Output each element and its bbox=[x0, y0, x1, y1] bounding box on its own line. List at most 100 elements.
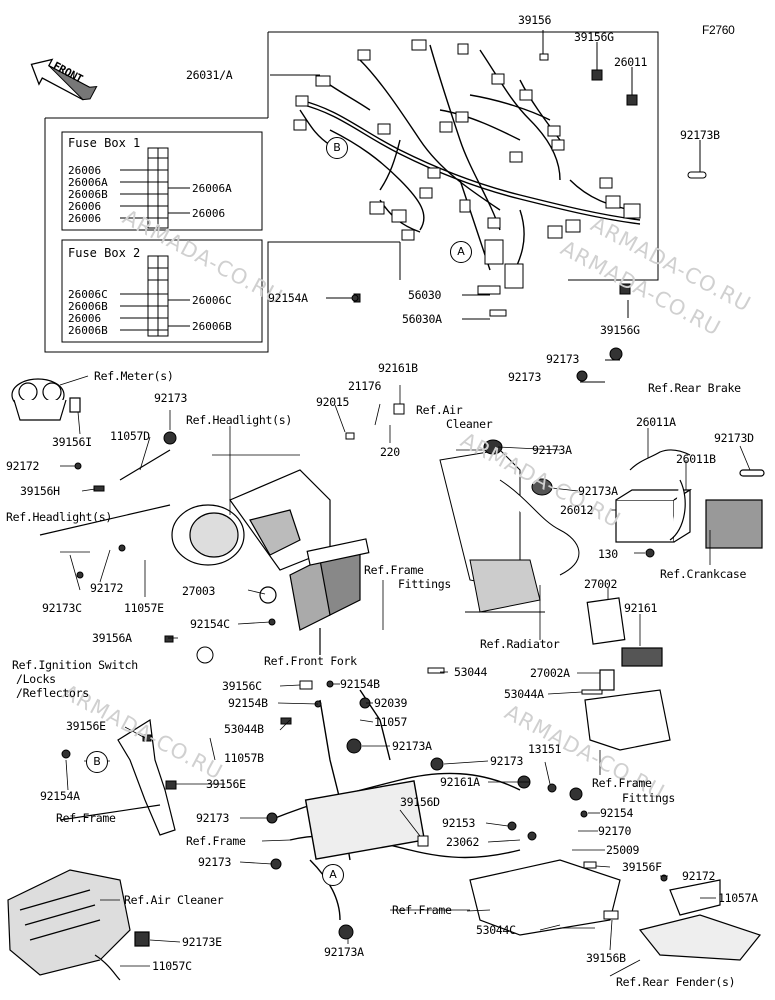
hardware-marks bbox=[61, 294, 668, 940]
ref-label: Ref.Air bbox=[416, 403, 463, 417]
leader-lines bbox=[59, 375, 751, 977]
part-label: 26012 bbox=[560, 503, 594, 517]
part-label: 56030A bbox=[402, 312, 442, 326]
part-label: 92173 bbox=[508, 370, 542, 384]
part-label: 53044A bbox=[504, 687, 544, 701]
ref-label: Ref.Headlight(s) bbox=[186, 413, 292, 427]
headlight-part bbox=[39, 449, 331, 571]
part-label: 92039 bbox=[374, 696, 408, 710]
part-label: 92173E bbox=[182, 935, 222, 949]
part-label: 92172 bbox=[6, 459, 40, 473]
fuse-box-2-item: 26006B bbox=[192, 320, 232, 333]
ref-label: Fittings bbox=[398, 577, 451, 591]
part-label: 39156I bbox=[52, 435, 92, 449]
part-label: 26031/A bbox=[186, 68, 233, 82]
fuse-box-1-item: 26006 bbox=[68, 200, 102, 213]
part-label: 11057B bbox=[224, 751, 264, 765]
part-label: 56030 bbox=[408, 288, 442, 302]
part-label: 92154A bbox=[40, 789, 80, 803]
front-fork-part bbox=[259, 538, 370, 655]
part-label: 11057 bbox=[374, 715, 408, 729]
part-label: 92015 bbox=[316, 395, 350, 409]
fuse-box-2-item: 26006B bbox=[68, 324, 108, 337]
ref-label: Ref.Crankcase bbox=[660, 567, 747, 581]
part-label: 25009 bbox=[606, 843, 640, 857]
ref-label: Ref.Headlight(s) bbox=[6, 510, 112, 524]
part-label: 39156D bbox=[400, 795, 440, 809]
ref-label: Cleaner bbox=[446, 417, 493, 431]
ref-label: Ref.Rear Brake bbox=[648, 381, 741, 395]
fuse-box-2-title: Fuse Box 2 bbox=[68, 246, 141, 260]
part-label: 130 bbox=[598, 547, 618, 561]
part-label: 21176 bbox=[348, 379, 382, 393]
harness-connectors bbox=[293, 39, 707, 317]
fuse-box-2-item: 26006C bbox=[68, 288, 108, 301]
ref-label: Ref.Frame bbox=[364, 563, 424, 577]
part-label: 39156G bbox=[600, 323, 640, 337]
part-label: 92172 bbox=[682, 869, 716, 883]
part-label: 39156H bbox=[20, 484, 60, 498]
ref-label: Ref.Frame bbox=[56, 811, 116, 825]
diagram-code: F2760 bbox=[702, 23, 735, 37]
fuse-box-1-diagram bbox=[61, 131, 263, 231]
part-label: 11057A bbox=[718, 891, 758, 905]
fuse-box-2-item: 26006C bbox=[192, 294, 232, 307]
part-label: 39156E bbox=[66, 719, 106, 733]
part-label: 92154B bbox=[340, 677, 380, 691]
part-label: 92170 bbox=[598, 824, 632, 838]
callout-b: B bbox=[86, 751, 108, 773]
part-label: 92154B bbox=[228, 696, 268, 710]
part-label: 53044B bbox=[224, 722, 264, 736]
part-label: 11057D bbox=[110, 429, 150, 443]
fuse-box-2-item: 26006 bbox=[68, 312, 102, 325]
fuse-box-2-diagram bbox=[61, 239, 263, 343]
ref-label: /Reflectors bbox=[16, 686, 89, 700]
callout-b: B bbox=[326, 137, 348, 159]
ref-label: Ref.Meter(s) bbox=[94, 369, 174, 383]
ecu-part bbox=[584, 597, 671, 751]
part-label: 92173 bbox=[196, 811, 230, 825]
callout-a: A bbox=[450, 241, 472, 263]
fuse-box-2-item: 26006B bbox=[68, 300, 108, 313]
harness-frame-outline bbox=[268, 31, 659, 281]
part-label: 92173D bbox=[714, 431, 754, 445]
part-label: 92161 bbox=[624, 601, 658, 615]
callout-a: A bbox=[322, 864, 344, 886]
part-label: 53044 bbox=[454, 665, 488, 679]
part-label: 92173 bbox=[546, 352, 580, 366]
part-label: 27002A bbox=[530, 666, 570, 680]
part-label: 220 bbox=[380, 445, 400, 459]
ref-label: Ref.Front Fork bbox=[264, 654, 357, 668]
ref-label: Ref.Frame bbox=[186, 834, 246, 848]
fuse-box-1-item: 26006 bbox=[68, 212, 102, 225]
part-label: 26011A bbox=[636, 415, 676, 429]
part-label: 27003 bbox=[182, 584, 216, 598]
battery-part bbox=[615, 449, 765, 549]
part-label: 11057C bbox=[152, 959, 192, 973]
air-cleaner-part bbox=[7, 869, 150, 981]
part-label: 92161B bbox=[378, 361, 418, 375]
part-label: 39156E bbox=[206, 777, 246, 791]
part-label: 92154A bbox=[268, 291, 308, 305]
part-label: 92173A bbox=[532, 443, 572, 457]
part-label: 92173 bbox=[198, 855, 232, 869]
part-label: 92173A bbox=[324, 945, 364, 959]
air-cleaner-bracket bbox=[439, 439, 580, 613]
ref-label: Ref.Ignition Switch bbox=[12, 658, 138, 672]
part-label: 13151 bbox=[528, 742, 562, 756]
ref-label: Ref.Air Cleaner bbox=[124, 893, 224, 907]
part-label: 92172 bbox=[90, 581, 124, 595]
part-label: 39156G bbox=[574, 30, 614, 44]
part-label: 92173A bbox=[392, 739, 432, 753]
ref-label: Ref.Frame bbox=[592, 776, 652, 790]
part-label: 92153 bbox=[442, 816, 476, 830]
fuse-box-1-item: 26006A bbox=[68, 176, 108, 189]
fuse-box-1-item: 26006 bbox=[192, 207, 226, 220]
rear-frame-part bbox=[469, 859, 762, 961]
part-label: 92161A bbox=[440, 775, 480, 789]
part-label: 26011 bbox=[614, 55, 648, 69]
part-label: 11057E bbox=[124, 601, 164, 615]
fuse-box-1-title: Fuse Box 1 bbox=[68, 136, 141, 150]
